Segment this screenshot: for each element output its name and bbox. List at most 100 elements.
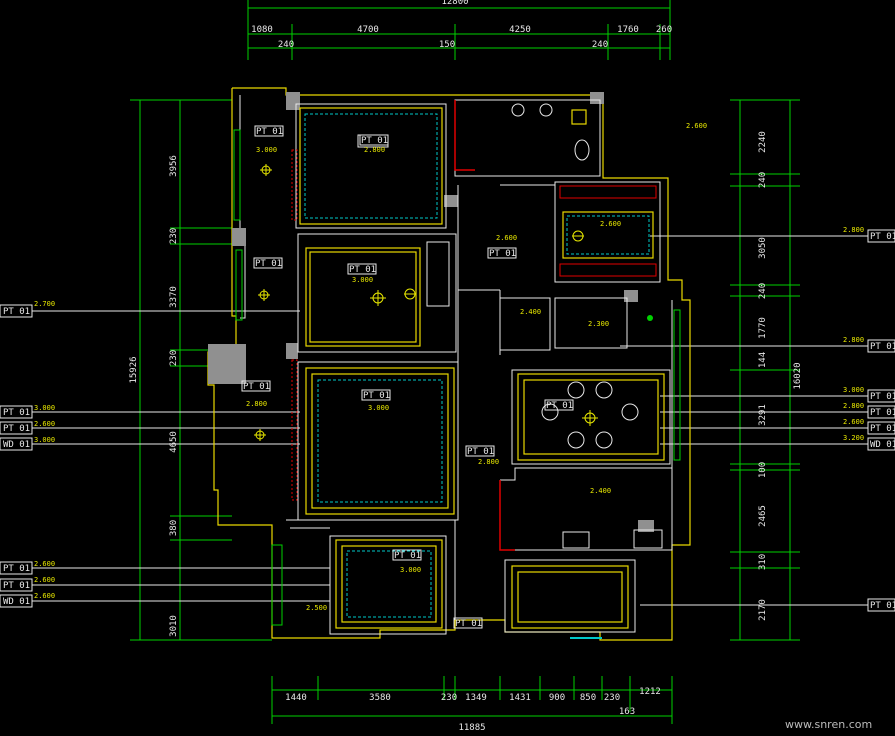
side-tag-left-6: PT 01: [0, 578, 33, 592]
top-overall-dim: 12800: [441, 0, 468, 7]
left-dim-3: 3370: [169, 286, 179, 308]
svg-text:3.000: 3.000: [34, 436, 55, 444]
bottom-dim-6: 900: [549, 693, 565, 703]
bottom-dimension-chain: 1440 3580 230 1349 1431 900 850 230 1212…: [271, 676, 673, 733]
svg-text:PT 01: PT 01: [363, 391, 390, 401]
svg-text:2.700: 2.700: [34, 300, 55, 308]
svg-text:2.800: 2.800: [246, 400, 267, 408]
svg-text:PT 01: PT 01: [546, 401, 573, 411]
svg-text:PT 01: PT 01: [870, 601, 895, 611]
svg-text:PT 01: PT 01: [467, 447, 494, 457]
room-dining: [511, 369, 671, 465]
light-fixtures: [254, 164, 598, 441]
room-kitchen: [499, 467, 673, 551]
top-dim-3: 4250: [509, 25, 531, 35]
corridor-walls: [286, 184, 555, 620]
svg-text:3.200: 3.200: [843, 434, 864, 442]
top-dimension-chain: 12800 1080 4700 4250 1760 260 240 150 24…: [247, 0, 672, 60]
right-dim-5: 1770: [758, 317, 768, 339]
side-tag-right-1: PT 01: [867, 229, 895, 243]
svg-text:PT 01: PT 01: [243, 382, 270, 392]
svg-text:3.000: 3.000: [34, 404, 55, 412]
top-dim-row2-3: 240: [592, 40, 608, 50]
left-dimension-chain: 15926 3956 230 3370 230 4650 380 3010: [129, 99, 272, 641]
right-dim-10: 310: [758, 554, 768, 570]
bottom-dim-8: 230: [604, 693, 620, 703]
right-overall-dim: 16020: [793, 362, 803, 389]
ceiling-tag-10: PT 01: [392, 549, 422, 561]
svg-text:2.400: 2.400: [590, 487, 611, 495]
svg-text:PT 01: PT 01: [256, 127, 283, 137]
svg-text:PT 01: PT 01: [455, 619, 482, 629]
svg-text:2.300: 2.300: [588, 320, 609, 328]
svg-text:PT 01: PT 01: [870, 424, 895, 434]
bottom-dim-5: 1431: [509, 693, 531, 703]
bottom-dim-2: 3580: [369, 693, 391, 703]
side-tag-left-7: WD 01: [0, 594, 33, 608]
svg-text:2.800: 2.800: [843, 402, 864, 410]
top-dim-row2-1: 240: [278, 40, 294, 50]
svg-text:WD 01: WD 01: [3, 440, 30, 450]
svg-text:PT 01: PT 01: [255, 259, 282, 269]
svg-text:2.600: 2.600: [843, 418, 864, 426]
left-dim-7: 3010: [169, 615, 179, 637]
svg-text:2.600: 2.600: [34, 420, 55, 428]
room-bathroom-mid: [499, 297, 653, 351]
top-dim-2: 4700: [357, 25, 379, 35]
ceiling-tag-2: PT 01: [359, 134, 389, 146]
room-bottom-study: [329, 535, 447, 635]
room-wardrobe: [554, 181, 661, 283]
ceiling-tag-4: PT 01: [347, 263, 377, 275]
svg-text:PT 01: PT 01: [3, 307, 30, 317]
level-markers: 2.600 2.800 2.700 3.000 2.600 3.000 2.60…: [34, 122, 864, 612]
ceiling-tag-11: PT 01: [453, 617, 483, 629]
svg-text:2.600: 2.600: [34, 592, 55, 600]
top-dim-row2-2: 150: [439, 40, 455, 50]
grey-columns: [208, 92, 654, 532]
side-tag-right-4: PT 01: [867, 405, 895, 419]
ceiling-tag-1: PT 01: [254, 125, 284, 137]
side-tag-right-5: PT 01: [867, 421, 895, 435]
side-tag-right-3: PT 01: [867, 389, 895, 403]
room-living: [297, 361, 459, 521]
svg-text:3.000: 3.000: [400, 566, 421, 574]
svg-text:2.600: 2.600: [34, 560, 55, 568]
right-dimension-chain: 16020 2240 240 3050 240 1770 144 3291 10…: [730, 99, 803, 641]
svg-text:2.600: 2.600: [600, 220, 621, 228]
bottom-dim-4: 1349: [465, 693, 487, 703]
ceiling-tag-9: PT 01: [465, 445, 495, 457]
left-overall-dim: 15926: [129, 356, 139, 383]
svg-text:WD 01: WD 01: [3, 597, 30, 607]
top-dim-1: 1080: [251, 25, 273, 35]
svg-text:3.000: 3.000: [352, 276, 373, 284]
svg-text:3.000: 3.000: [256, 146, 277, 154]
side-tag-left-4: WD 01: [0, 437, 33, 451]
svg-text:PT 01: PT 01: [394, 551, 421, 561]
svg-text:2.800: 2.800: [843, 226, 864, 234]
room-bedroom-2: [297, 233, 457, 353]
side-tag-left-3: PT 01: [0, 421, 33, 435]
watermark: www.snren.com: [785, 718, 872, 731]
left-leaders: [32, 310, 330, 602]
exterior-walls: [207, 87, 691, 641]
svg-text:PT 01: PT 01: [870, 232, 895, 242]
ceiling-tag-6: PT 01: [241, 380, 271, 392]
left-dim-4: 230: [169, 350, 179, 366]
right-dim-6: 144: [758, 352, 768, 368]
bottom-dim-7: 850: [580, 693, 596, 703]
right-dim-9: 2465: [758, 505, 768, 527]
svg-text:2.800: 2.800: [364, 146, 385, 154]
left-dim-1: 3956: [169, 155, 179, 177]
ceiling-tag-5: PT 01: [487, 247, 517, 259]
svg-text:PT 01: PT 01: [870, 342, 895, 352]
svg-text:2.600: 2.600: [496, 234, 517, 242]
side-tag-right-6: WD 01: [867, 437, 895, 451]
room-master-bedroom: [295, 103, 447, 229]
bottom-dim-1: 1440: [285, 693, 307, 703]
svg-text:PT 01: PT 01: [3, 408, 30, 418]
top-dim-4: 1760: [617, 25, 639, 35]
svg-text:2.800: 2.800: [478, 458, 499, 466]
svg-text:2.800: 2.800: [843, 336, 864, 344]
room-balcony: [504, 559, 636, 639]
